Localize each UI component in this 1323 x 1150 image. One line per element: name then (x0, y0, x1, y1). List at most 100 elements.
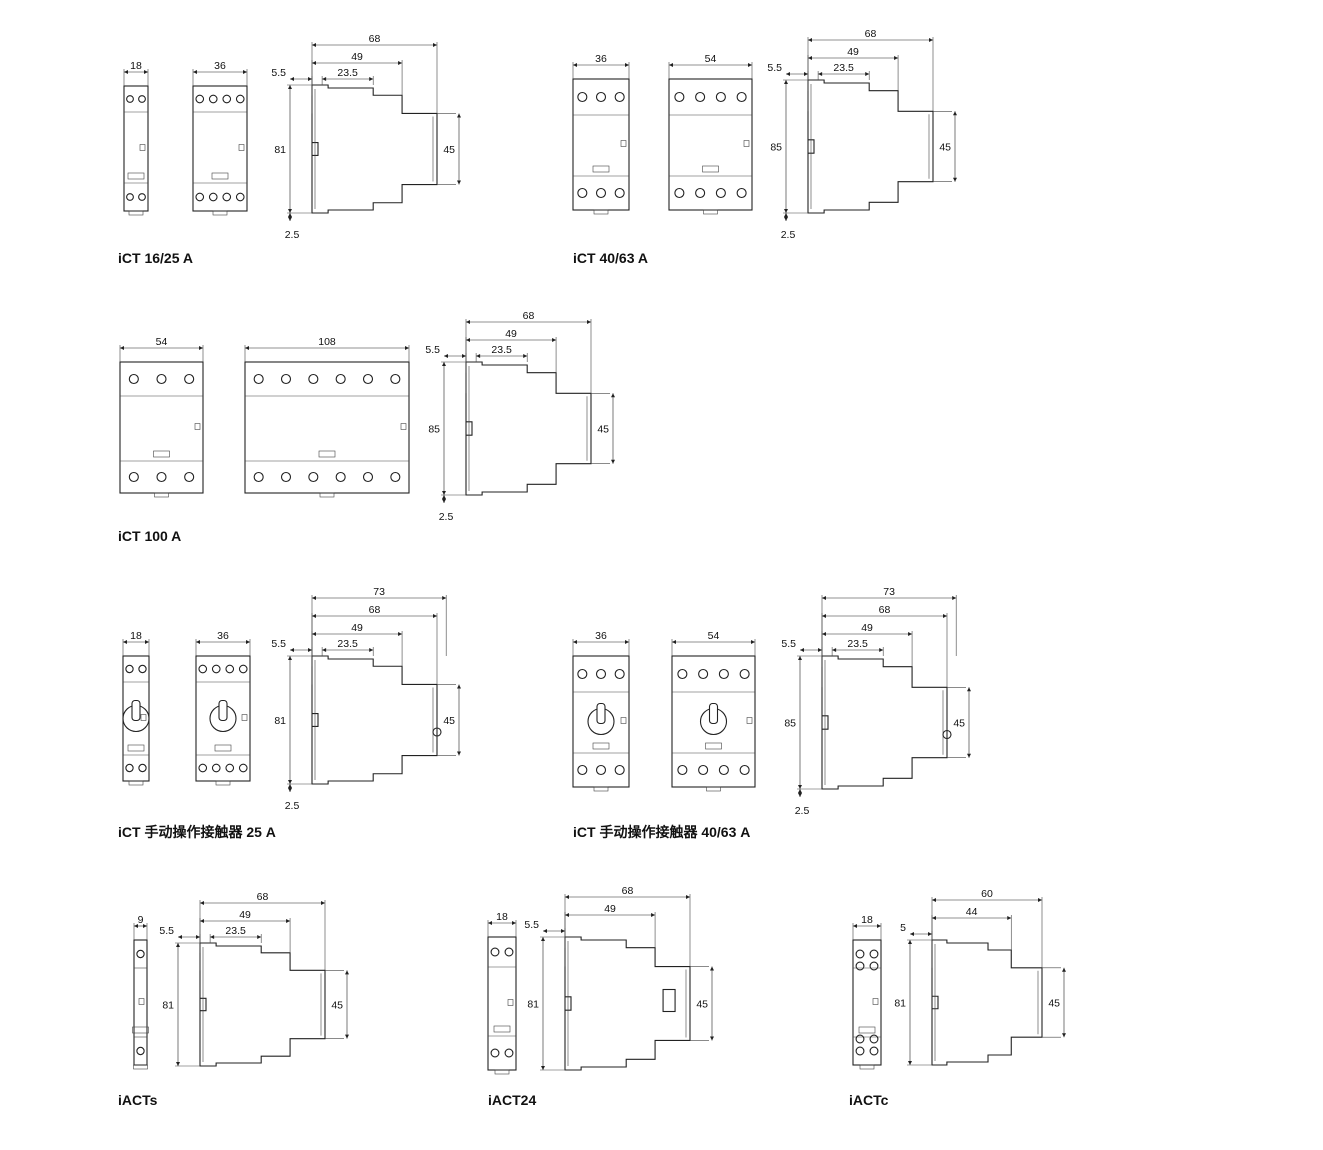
device-body (244, 361, 410, 494)
terminal-screw (308, 373, 319, 385)
arrow-head (565, 913, 569, 917)
arrow-head (345, 1034, 349, 1039)
dimension-label: 68 (369, 33, 381, 45)
device-profile (465, 361, 592, 496)
arrow-head (822, 632, 826, 636)
dimension-label: 81 (274, 715, 286, 727)
device-profile (311, 84, 438, 214)
terminal-screw (695, 187, 706, 199)
arrow-head (877, 924, 881, 928)
arrow-head (176, 943, 180, 947)
terminal-screw (577, 764, 588, 776)
dimension-label: 45 (1048, 998, 1060, 1010)
arrow-head (288, 780, 292, 784)
arrow-head (312, 61, 316, 65)
terminal-screw (677, 764, 688, 776)
rail-clip (859, 1064, 875, 1070)
dimension-label: 23.5 (225, 925, 246, 937)
dimension-label: 2.5 (781, 229, 796, 241)
terminal-screw (211, 664, 221, 674)
label-tab (318, 450, 336, 458)
arrow-head (288, 217, 292, 221)
terminal-screw (138, 95, 146, 103)
terminal-screw (490, 947, 500, 957)
arrow-head (143, 924, 147, 928)
label-tab (211, 172, 229, 180)
terminal-screw (335, 373, 346, 385)
arrow-head (710, 966, 714, 971)
terminal-screw (136, 1046, 145, 1056)
dimension-label: 49 (351, 622, 363, 634)
caption-iact24: iACT24 (488, 1092, 537, 1108)
arrow-head (512, 921, 516, 925)
arrow-head (541, 937, 545, 941)
arrow-head (672, 640, 676, 644)
arrow-head (466, 320, 470, 324)
dimension-label: 45 (443, 715, 455, 727)
terminal-screw (736, 91, 747, 103)
dimension-label: 2.5 (285, 800, 300, 812)
rail-clip (133, 1064, 148, 1070)
device-profile (199, 942, 326, 1067)
terminal-screw (238, 664, 248, 674)
arrow-head (943, 614, 947, 618)
arrow-head (312, 43, 316, 47)
device-profile (807, 79, 934, 214)
arrow-head (433, 43, 437, 47)
terminal-screw (869, 961, 879, 971)
terminal-screw (698, 668, 709, 680)
terminal-screw (211, 763, 221, 773)
label-tab (132, 1026, 149, 1034)
rail-clip (706, 786, 721, 792)
arrow-head (908, 632, 913, 636)
arrow-head (290, 77, 294, 81)
arrow-head (442, 596, 447, 600)
label-tab (214, 744, 232, 752)
device-profile (311, 655, 438, 785)
terminal-screw (138, 763, 147, 773)
terminal-screw (225, 664, 235, 674)
dimension-label: 23.5 (337, 638, 358, 650)
terminal-screw (390, 373, 401, 385)
terminal-screw (138, 664, 147, 674)
caption-iacts: iACTs (118, 1092, 158, 1108)
front-view: 18 (487, 911, 517, 1075)
terminal-screw (280, 373, 292, 385)
arrow-head (196, 640, 200, 644)
terminal-screw (208, 192, 218, 202)
dimension-label: 5.5 (425, 344, 440, 356)
arrow-head (573, 640, 577, 644)
dimension-label: 81 (527, 999, 539, 1011)
dimension-label: 45 (597, 424, 609, 436)
arrow-head (433, 614, 437, 618)
arrow-head (308, 648, 312, 652)
arrow-head (288, 788, 292, 792)
dimension-label: 85 (770, 142, 782, 154)
arrow-head (286, 919, 291, 923)
arrow-head (818, 72, 823, 76)
arrow-head (322, 77, 327, 81)
arrow-head (798, 656, 802, 660)
terminal-screw (577, 668, 588, 680)
dimension-label: 68 (622, 885, 634, 897)
front-view: 108 (244, 336, 410, 498)
indicator-window (400, 423, 407, 430)
arrow-head (953, 111, 957, 116)
device-profile (821, 655, 948, 790)
indicator-window (620, 717, 627, 724)
arrow-head (625, 640, 629, 644)
indicator-window (194, 423, 201, 430)
rail-clip (703, 209, 718, 215)
terminal-screw (238, 763, 248, 773)
arrow-head (710, 1036, 714, 1041)
arrow-head (321, 901, 325, 905)
terminal-screw (504, 947, 514, 957)
dimension-label: 5.5 (271, 67, 286, 79)
manual-handle-lever (131, 699, 141, 722)
dimension-label: 36 (595, 630, 607, 642)
arrow-head (457, 751, 461, 756)
arrow-head (288, 213, 292, 217)
terminal-screw (235, 94, 245, 104)
arrow-head (800, 648, 804, 652)
